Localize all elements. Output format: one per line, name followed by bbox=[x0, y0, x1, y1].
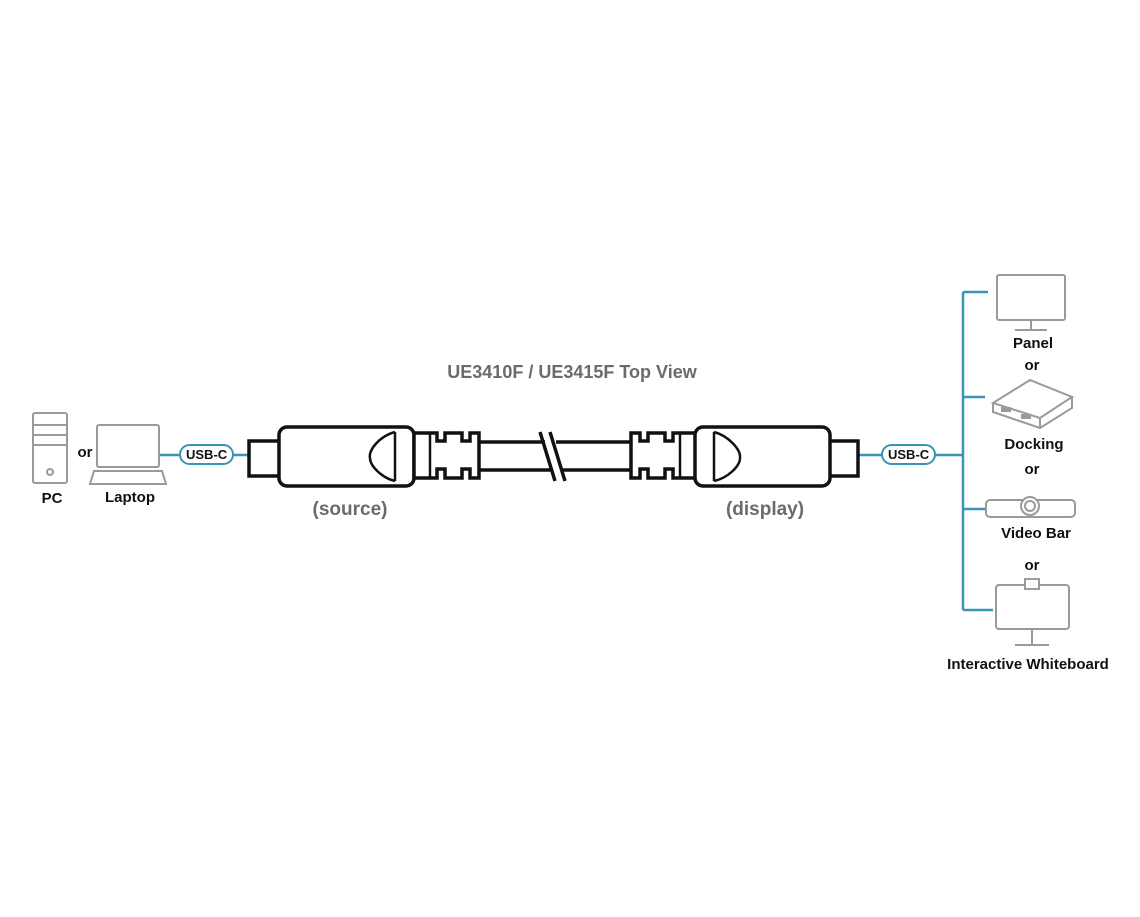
diagram-title: UE3410F / UE3415F Top View bbox=[447, 362, 697, 382]
or-label: or bbox=[1024, 357, 1040, 374]
panel-icon bbox=[996, 274, 1066, 331]
pc-label: PC bbox=[41, 490, 63, 507]
display-label: (display) bbox=[725, 499, 805, 520]
interactive-whiteboard-icon bbox=[995, 578, 1070, 646]
or-label: or bbox=[1024, 557, 1040, 574]
docking-icon bbox=[990, 378, 1075, 430]
pc-icon bbox=[32, 412, 68, 484]
docking-label: Docking bbox=[1004, 436, 1064, 453]
usb-c-badge-right: USB-C bbox=[881, 444, 937, 465]
laptop-icon bbox=[88, 424, 168, 485]
or-label: or bbox=[77, 444, 93, 461]
cable bbox=[479, 431, 630, 482]
or-label: or bbox=[1024, 461, 1040, 478]
laptop-label: Laptop bbox=[105, 489, 155, 506]
panel-label: Panel bbox=[1012, 335, 1054, 352]
usb-c-badge-left: USB-C bbox=[179, 444, 235, 465]
video-bar-label: Video Bar bbox=[1001, 525, 1071, 542]
video-bar-icon bbox=[985, 496, 1076, 518]
source-connector bbox=[247, 425, 481, 488]
cable-break-icon bbox=[538, 431, 557, 482]
interactive-whiteboard-label: Interactive Whiteboard bbox=[947, 656, 1109, 673]
display-connector bbox=[629, 425, 860, 488]
source-label: (source) bbox=[312, 499, 388, 520]
